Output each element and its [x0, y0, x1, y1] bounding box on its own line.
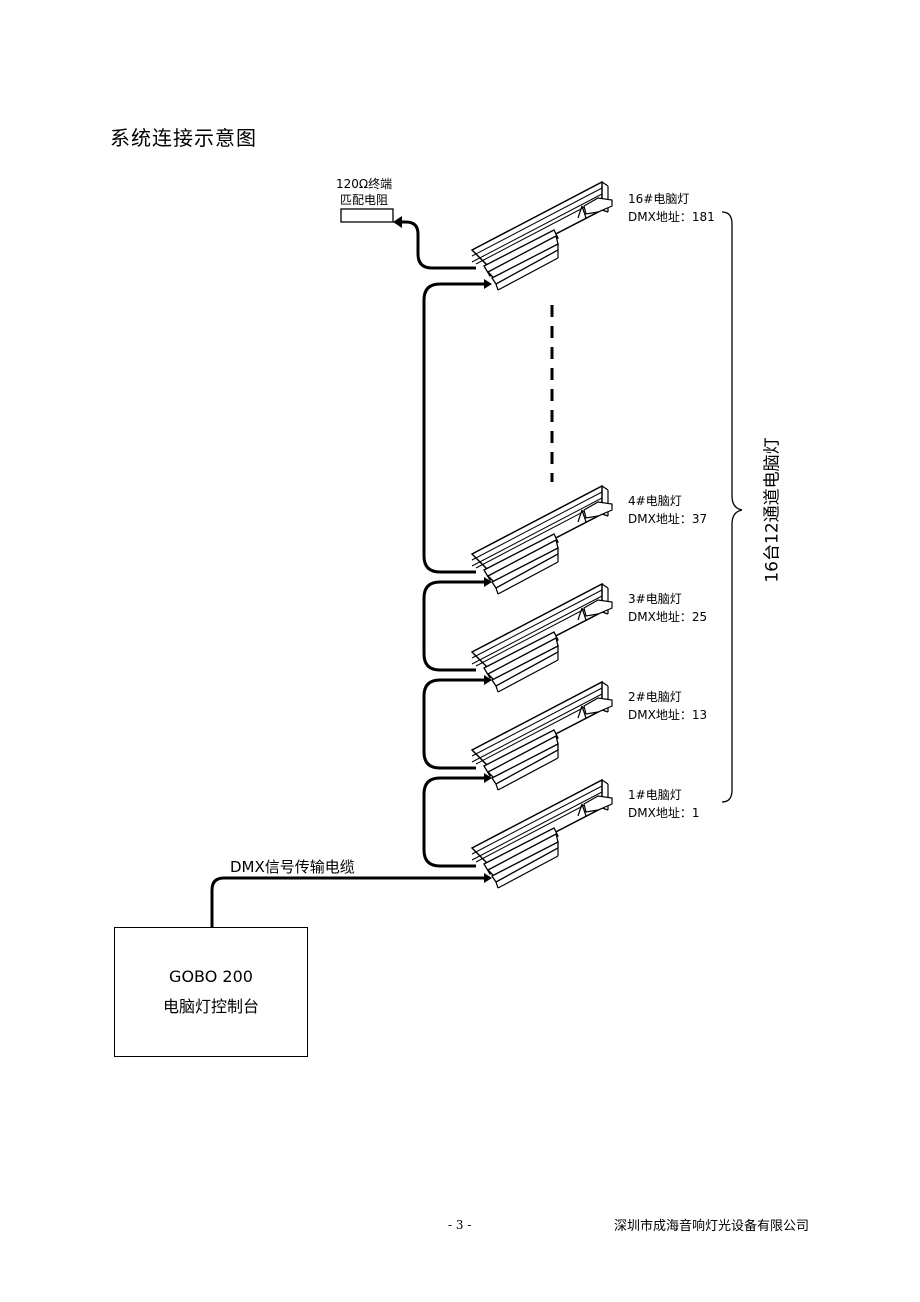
fixture-2-icon: [471, 681, 613, 791]
controller-name: 电脑灯控制台: [162, 997, 259, 1016]
group-label: 16台12通道电脑灯: [762, 437, 783, 583]
arrow-head-1: [484, 873, 492, 883]
fixture-2-address: DMX地址：13: [628, 708, 708, 722]
chain-loop-3-4: [422, 580, 484, 672]
fixture-4-name: 4#电脑灯: [628, 494, 682, 508]
terminator-label-line1: 120Ω终端: [336, 177, 393, 191]
group-brace: [721, 211, 743, 803]
fixture-2-name: 2#电脑灯: [628, 690, 682, 704]
terminator-cable: [402, 220, 476, 270]
fixture-1-name: 1#电脑灯: [628, 788, 682, 802]
cable-label: DMX信号传输电缆: [230, 858, 355, 876]
page-number: - 3 -: [448, 1218, 472, 1232]
terminator-resistor: [340, 208, 394, 223]
fixture-1-label: 1#电脑灯 DMX地址：1: [628, 786, 699, 822]
chain-loop-2-3: [422, 678, 484, 770]
page-title: 系统连接示意图: [110, 126, 257, 150]
fixture-3-name: 3#电脑灯: [628, 592, 682, 606]
fixture-3-label: 3#电脑灯 DMX地址：25: [628, 590, 707, 626]
chain-loop-4-16: [422, 282, 484, 574]
fixture-16-address: DMX地址：181: [628, 210, 715, 224]
controller-model: GOBO 200: [169, 967, 253, 986]
fixture-16-icon: [471, 181, 613, 291]
fixture-1-icon: [471, 779, 613, 889]
fixture-4-label: 4#电脑灯 DMX地址：37: [628, 492, 707, 528]
fixture-3-icon: [471, 583, 613, 693]
terminator-label: 120Ω终端 匹配电阻: [336, 176, 392, 208]
chain-loop-1-2: [422, 776, 484, 868]
fixture-4-address: DMX地址：37: [628, 512, 708, 526]
fixture-3-address: DMX地址：25: [628, 610, 708, 624]
company-name: 深圳市成海音响灯光设备有限公司: [614, 1219, 810, 1234]
fixture-4-icon: [471, 485, 613, 595]
fixture-16-label: 16#电脑灯 DMX地址：181: [628, 190, 715, 226]
fixture-2-label: 2#电脑灯 DMX地址：13: [628, 688, 707, 724]
fixture-16-name: 16#电脑灯: [628, 192, 690, 206]
controller-box: GOBO 200 电脑灯控制台: [114, 927, 308, 1057]
dmx-main-cable: [210, 876, 484, 927]
fixture-1-address: DMX地址：1: [628, 806, 700, 820]
terminator-label-line2: 匹配电阻: [340, 193, 389, 207]
